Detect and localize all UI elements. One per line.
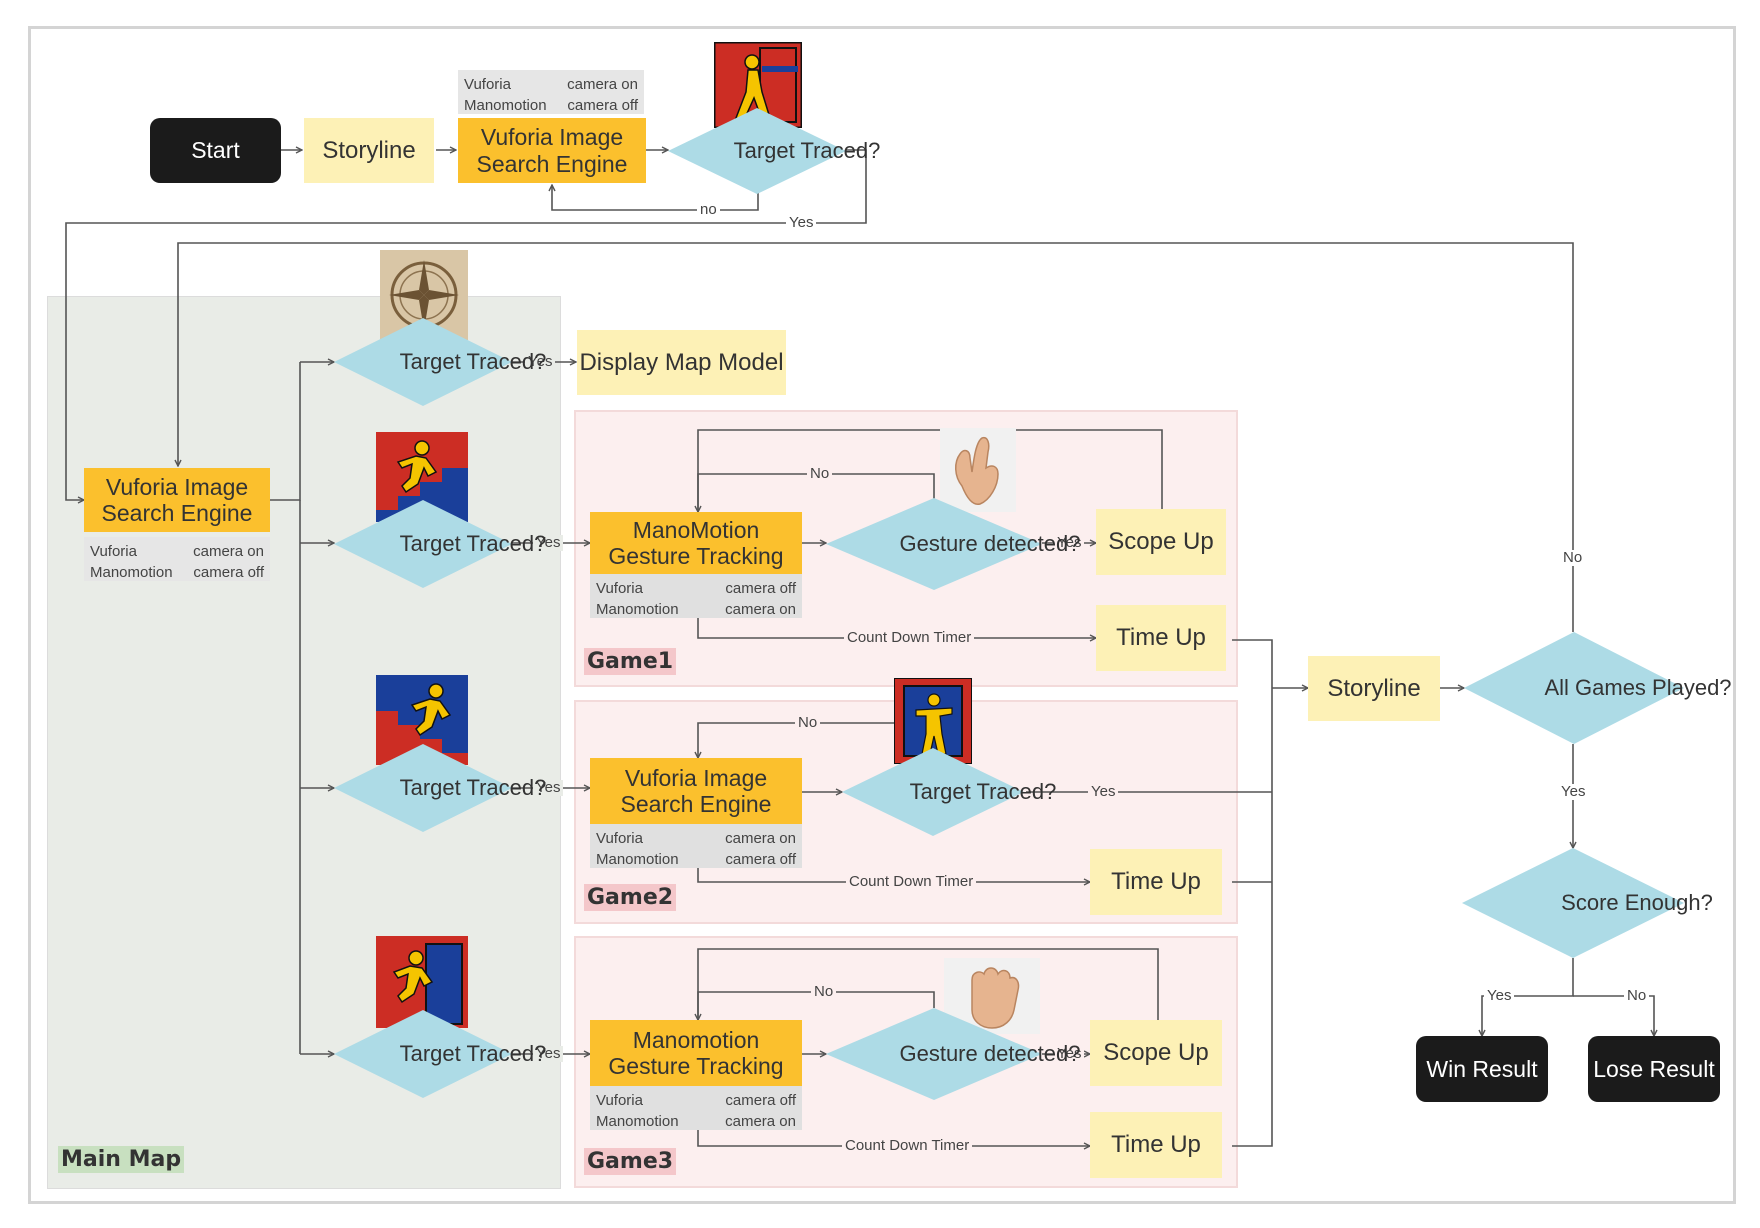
edge-label-no-score: No: [1624, 988, 1650, 1004]
decision-target-map: Target Traced?: [334, 318, 546, 406]
manomotion-g1-node: ManoMotion Gesture Tracking: [590, 512, 802, 574]
edge-label-no-all-games: No: [1560, 550, 1586, 566]
edge-label-no-g3: No: [811, 984, 837, 1000]
edge-label-yes-g1: Yes: [533, 535, 564, 551]
edge-label-yes-top: Yes: [786, 215, 817, 231]
storyline-right-node: Storyline: [1308, 656, 1440, 721]
start-node: Start: [150, 118, 281, 183]
edge-label-yes-g2: Yes: [533, 780, 564, 796]
decision-target-g2: Target Traced?: [334, 744, 546, 832]
time-up-g3-node: Time Up: [1090, 1112, 1222, 1178]
display-map-node: Display Map Model: [577, 330, 786, 395]
time-up-g2-node: Time Up: [1090, 849, 1222, 915]
edge-label-yes-map: Yes: [525, 354, 556, 370]
decision-target-g1: Target Traced?: [334, 500, 546, 588]
decision-score: Score Enough?: [1462, 848, 1713, 958]
lose-result-node: Lose Result: [1588, 1036, 1720, 1102]
edge-label-yes-all-games: Yes: [1558, 784, 1589, 800]
edge-label-yes-score: Yes: [1484, 988, 1515, 1004]
pinch-hand-icon: [940, 428, 1016, 512]
manomotion-g3-node: Manomotion Gesture Tracking: [590, 1020, 802, 1086]
edge-label-no-g2: No: [795, 715, 821, 731]
vuforia-main-node: Vuforia Image Search Engine: [84, 468, 270, 532]
vuforia-top-node: Vuforia Image Search Engine: [458, 118, 646, 183]
time-up-g1-node: Time Up: [1096, 605, 1226, 671]
edge-label-yes-gesture-g3: Yes: [1054, 1046, 1085, 1062]
game2-label: Game2: [584, 884, 677, 911]
decision-gesture-g3: Gesture detected?: [826, 1008, 1081, 1100]
edge-label-no-g1: No: [807, 466, 833, 482]
win-result-node: Win Result: [1416, 1036, 1548, 1102]
main-map-label: Main Map: [58, 1146, 185, 1173]
decision-target-g3: Target Traced?: [334, 1010, 546, 1098]
decision-target-top: Target Traced?: [668, 108, 880, 194]
edge-label-yes-target-g2: Yes: [1088, 784, 1119, 800]
edge-label-yes-gesture-g1: Yes: [1054, 535, 1085, 551]
edge-label-countdown-g1: Count Down Timer: [844, 630, 975, 646]
decision-target-g2-inner: Target Traced?: [842, 748, 1056, 836]
scope-up-g1-node: Scope Up: [1096, 509, 1226, 575]
edge-label-countdown-g3: Count Down Timer: [842, 1138, 973, 1154]
edge-label-yes-g3: Yes: [533, 1046, 564, 1062]
decision-gesture-g1: Gesture detected?: [826, 498, 1081, 590]
game1-label: Game1: [584, 648, 677, 675]
edge-label-no-top: no: [697, 202, 720, 218]
scope-up-g3-node: Scope Up: [1090, 1020, 1222, 1086]
edge-label-countdown-g2: Count Down Timer: [846, 874, 977, 890]
vuforia-g2-node: Vuforia Image Search Engine: [590, 758, 802, 824]
decision-all-games: All Games Played?: [1464, 632, 1732, 744]
game3-label: Game3: [584, 1148, 677, 1175]
storyline-top-node: Storyline: [304, 118, 434, 183]
